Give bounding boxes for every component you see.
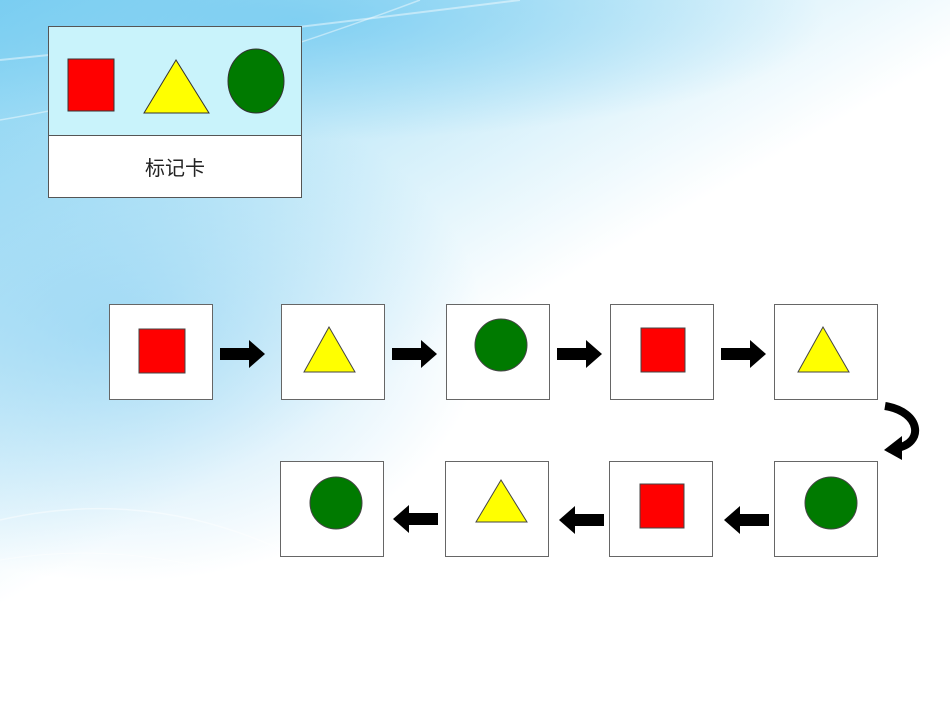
legend-red-square [67, 58, 115, 112]
curved-turn-arrow-icon [884, 402, 919, 460]
legend-card: 标记卡 [48, 26, 302, 198]
sequence-card-4 [610, 304, 714, 400]
legend-yellow-triangle [143, 59, 210, 114]
arrow-right-icon [392, 340, 437, 368]
legend-shapes-panel [49, 27, 301, 136]
sequence-card-9 [280, 461, 384, 557]
green-circle-shape [474, 318, 528, 372]
yellow-triangle-shape [303, 325, 356, 373]
arrow-left-icon [559, 506, 604, 534]
arrow-left-icon [724, 506, 769, 534]
sequence-card-1 [109, 304, 213, 400]
legend-green-circle [227, 48, 285, 114]
arrow-left-icon [393, 505, 438, 533]
green-circle-shape [804, 476, 858, 530]
sequence-card-6 [774, 461, 878, 557]
legend-label: 标记卡 [145, 155, 205, 180]
red-square-shape [138, 328, 186, 374]
yellow-triangle-shape [475, 479, 528, 523]
red-square-shape [640, 327, 686, 373]
sequence-card-8 [445, 461, 549, 557]
sequence-card-7 [609, 461, 713, 557]
arrow-right-icon [557, 340, 602, 368]
arrow-right-icon [721, 340, 766, 368]
sequence-card-3 [446, 304, 550, 400]
yellow-triangle-shape [797, 325, 850, 373]
red-square-shape [639, 483, 685, 529]
arrow-right-icon [220, 340, 265, 368]
green-circle-shape [309, 476, 363, 530]
sequence-card-2 [281, 304, 385, 400]
sequence-card-5 [774, 304, 878, 400]
